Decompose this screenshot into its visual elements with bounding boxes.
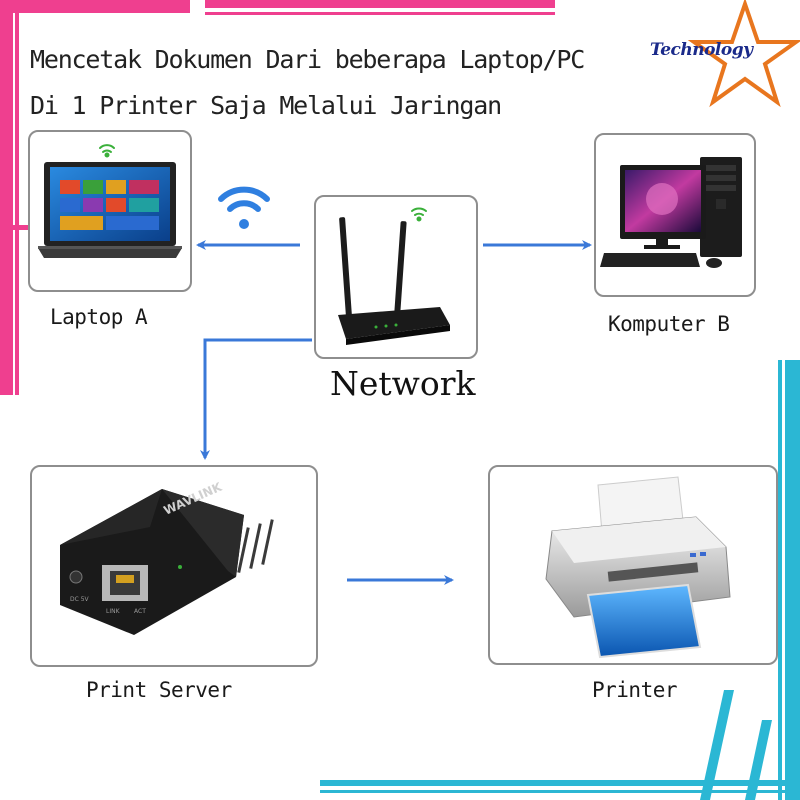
wifi-icon xyxy=(218,186,270,229)
pc-image xyxy=(600,157,742,268)
printer-image xyxy=(545,476,731,659)
network-label: Network xyxy=(330,364,476,403)
diagram-title-line-2: Di 1 Printer Saja Melalui Jaringan xyxy=(30,91,502,120)
print-server-image: WAVLINK DC 5V LINK ACT xyxy=(60,479,274,635)
connection-arrows xyxy=(196,240,592,585)
arrow-router-to-print-server xyxy=(200,338,312,460)
port-label-act: ACT xyxy=(134,608,146,615)
diagram-title-line-1: Mencetak Dokumen Dari beberapa Laptop/PC xyxy=(30,45,585,74)
printer-card xyxy=(488,465,778,665)
port-label-dc: DC 5V xyxy=(70,596,90,603)
router-image xyxy=(338,207,450,345)
pc-card xyxy=(594,133,756,297)
laptop-card xyxy=(28,130,192,292)
star-icon xyxy=(687,0,800,108)
laptop-image xyxy=(38,144,182,258)
print-server-card: WAVLINK DC 5V LINK ACT xyxy=(30,465,318,667)
pc-label: Komputer B xyxy=(608,312,730,336)
signal-icon xyxy=(411,207,427,222)
signal-icon xyxy=(99,144,115,158)
laptop-label: Laptop A xyxy=(50,305,148,329)
cyan-frame-decoration xyxy=(320,360,800,800)
port-label-link: LINK xyxy=(106,608,121,615)
pink-frame-decoration xyxy=(0,0,555,395)
router-card xyxy=(314,195,478,359)
printer-label: Printer xyxy=(592,678,678,702)
logo-text: Technology xyxy=(650,40,753,60)
print-server-label: Print Server xyxy=(86,678,232,702)
